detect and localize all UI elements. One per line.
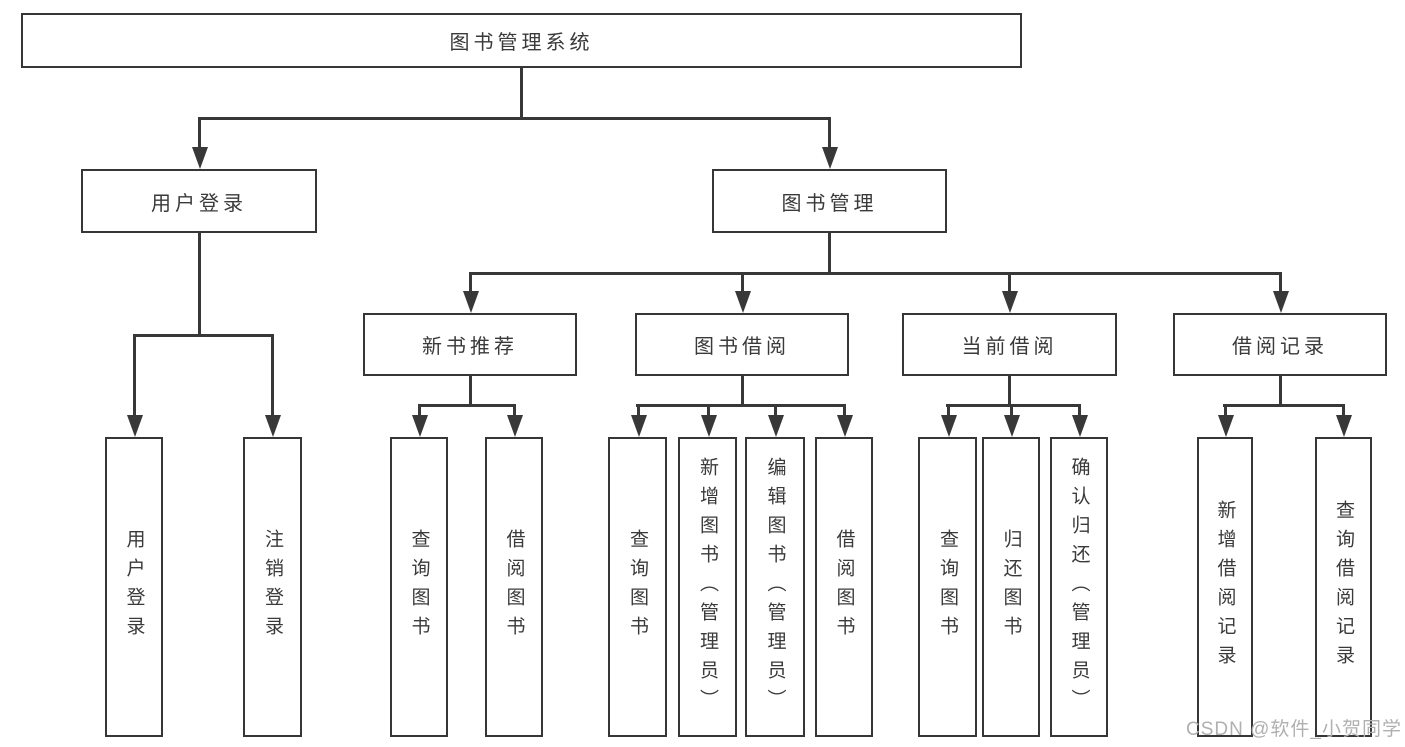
node-book-management: 图书管理 (712, 169, 947, 233)
leaf-logout: 注销登录 (243, 437, 302, 737)
leaf-add-borrow-record: 新增借阅记录 (1197, 437, 1253, 737)
leaf-query-books-borrow: 查询图书 (608, 437, 667, 737)
csdn-watermark: CSDN @软件_小贺同学 (1186, 719, 1402, 740)
arrow-to-return-books (1003, 404, 1020, 437)
connector-book-borrow-stem (741, 374, 744, 407)
arrow-to-book-borrow (734, 272, 751, 313)
connector-current-borrow-stem (1008, 374, 1011, 407)
leaf-query-borrow-record: 查询借阅记录 (1315, 437, 1372, 737)
leaf-query-books-current: 查询图书 (918, 437, 977, 737)
connector-user-login-stem (198, 231, 201, 337)
connector-level2-bar (469, 272, 1282, 275)
leaf-edit-books-admin: 编辑图书（管理员） (745, 437, 805, 737)
node-user-login: 用户登录 (81, 169, 317, 233)
node-new-book-recommendation: 新书推荐 (363, 313, 577, 376)
leaf-add-books-admin: 新增图书（管理员） (678, 437, 737, 737)
leaf-user-login: 用户登录 (105, 437, 163, 737)
arrow-to-user-login (191, 117, 208, 169)
arrow-to-query-books-3 (940, 404, 957, 437)
connector-book-borrow-bar (636, 404, 846, 407)
arrow-to-leaf-logout (264, 334, 281, 437)
arrow-to-add-borrow-record (1217, 404, 1234, 437)
connector-book-management-stem (828, 231, 831, 275)
connector-new-book-rec-bar (418, 404, 516, 407)
arrow-to-query-books-2 (630, 404, 647, 437)
arrow-to-confirm-return (1071, 404, 1088, 437)
arrow-to-query-borrow-record (1335, 404, 1352, 437)
arrow-to-query-books-1 (411, 404, 428, 437)
connector-new-book-rec-stem (469, 374, 472, 407)
arrow-to-new-book-rec (462, 272, 479, 313)
arrow-to-borrow-books-2 (836, 404, 853, 437)
arrow-to-current-borrow (1001, 272, 1018, 313)
arrow-to-borrow-records (1272, 272, 1289, 313)
connector-borrow-records-stem (1279, 374, 1282, 407)
node-book-borrowing: 图书借阅 (635, 313, 849, 376)
node-current-borrowing: 当前借阅 (902, 313, 1117, 376)
leaf-borrow-books: 借阅图书 (815, 437, 873, 737)
connector-current-borrow-bar (946, 404, 1081, 407)
connector-borrow-records-bar (1223, 404, 1345, 407)
node-library-management-system: 图书管理系统 (21, 13, 1022, 68)
leaf-query-books-rec: 查询图书 (390, 437, 448, 737)
connector-level1-bar (198, 117, 831, 120)
leaf-return-books: 归还图书 (982, 437, 1040, 737)
arrow-to-leaf-user-login (126, 334, 143, 437)
arrow-to-book-management (821, 117, 838, 169)
leaf-confirm-return-admin: 确认归还（管理员） (1050, 437, 1108, 737)
connector-user-login-bar (133, 334, 274, 337)
arrow-to-edit-books (767, 404, 784, 437)
arrow-to-add-books (700, 404, 717, 437)
connector-root-stem (520, 66, 523, 120)
leaf-borrow-books-rec: 借阅图书 (485, 437, 543, 737)
arrow-to-borrow-books-1 (506, 404, 523, 437)
node-borrowing-records: 借阅记录 (1173, 313, 1387, 376)
